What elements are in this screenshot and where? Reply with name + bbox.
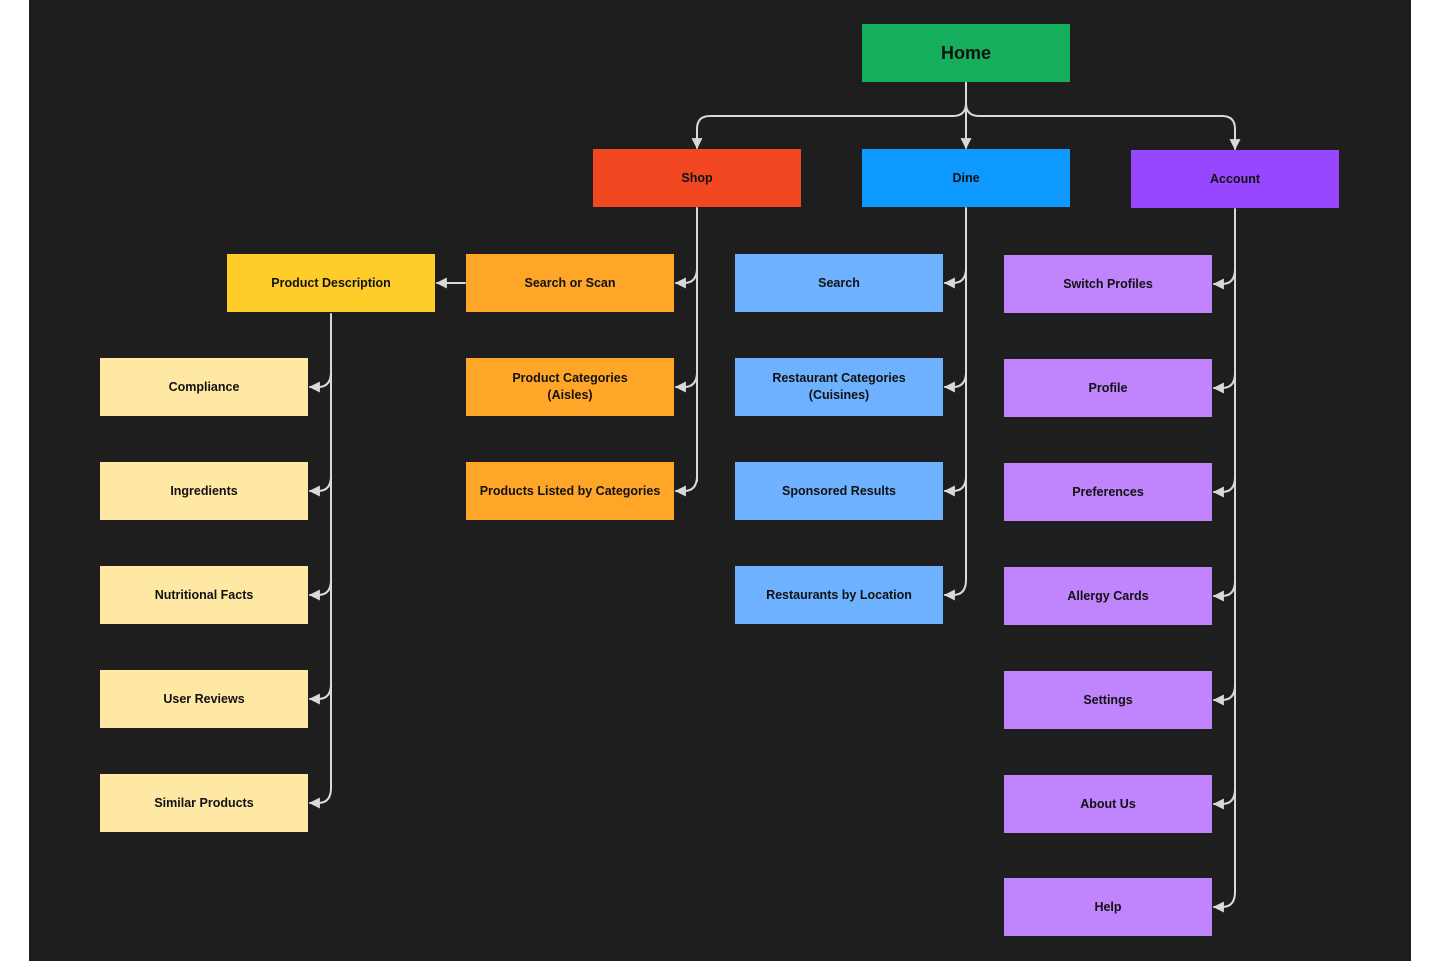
node-allergy-cards[interactable]: Allergy Cards — [1004, 567, 1212, 625]
connector-account-preferences — [1212, 476, 1236, 498]
connector-shop-products-listed — [674, 475, 698, 497]
node-dine-search[interactable]: Search — [735, 254, 943, 312]
node-compliance[interactable]: Compliance — [100, 358, 308, 416]
node-preferences[interactable]: Preferences — [1004, 463, 1212, 521]
node-product-categories[interactable]: Product Categories (Aisles) — [466, 358, 674, 416]
node-switch-profiles[interactable]: Switch Profiles — [1004, 255, 1212, 313]
connector-description-reviews — [308, 683, 332, 705]
connector-dine-search — [943, 267, 967, 289]
connector-account-settings — [1212, 684, 1236, 706]
node-profile[interactable]: Profile — [1004, 359, 1212, 417]
node-help[interactable]: Help — [1004, 878, 1212, 936]
node-settings[interactable]: Settings — [1004, 671, 1212, 729]
connector-home-shop — [691, 82, 967, 150]
node-product-description[interactable]: Product Description — [227, 254, 435, 312]
connector-dine-sponsored — [943, 475, 967, 497]
connector-description-nutrition — [308, 579, 332, 601]
node-dine[interactable]: Dine — [862, 149, 1070, 207]
node-products-listed-by-categories[interactable]: Products Listed by Categories — [466, 462, 674, 520]
connector-shop-search-scan — [674, 267, 698, 289]
connector-description-ingredients — [308, 475, 332, 497]
node-account[interactable]: Account — [1131, 150, 1339, 208]
connector-dine-location — [943, 579, 967, 601]
connector-home-account — [965, 82, 1241, 151]
connector-description-compliance — [308, 371, 332, 393]
node-ingredients[interactable]: Ingredients — [100, 462, 308, 520]
connector-shop-categories — [674, 371, 698, 393]
node-home[interactable]: Home — [862, 24, 1070, 82]
connector-account-allergy — [1212, 580, 1236, 602]
connector-account-about — [1212, 788, 1236, 810]
connector-account-switch-profiles — [1212, 268, 1236, 290]
node-restaurant-categories[interactable]: Restaurant Categories (Cuisines) — [735, 358, 943, 416]
node-shop[interactable]: Shop — [593, 149, 801, 207]
node-restaurants-by-location[interactable]: Restaurants by Location — [735, 566, 943, 624]
node-search-or-scan[interactable]: Search or Scan — [466, 254, 674, 312]
connector-description-similar — [308, 787, 332, 809]
node-nutritional-facts[interactable]: Nutritional Facts — [100, 566, 308, 624]
connector-dine-categories — [943, 371, 967, 393]
node-similar-products[interactable]: Similar Products — [100, 774, 308, 832]
connector-account-profile — [1212, 372, 1236, 394]
node-about-us[interactable]: About Us — [1004, 775, 1212, 833]
connector-account-help — [1212, 891, 1236, 913]
node-sponsored-results[interactable]: Sponsored Results — [735, 462, 943, 520]
node-user-reviews[interactable]: User Reviews — [100, 670, 308, 728]
